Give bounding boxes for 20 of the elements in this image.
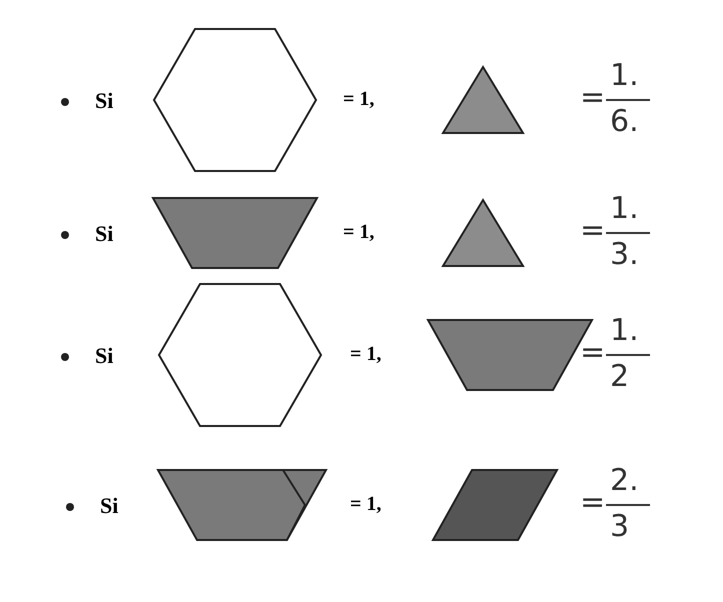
equals-sign: = <box>580 213 606 248</box>
numerator: 1. <box>610 313 639 348</box>
denominator: 2 <box>610 359 630 394</box>
condition-word: Si <box>95 221 114 247</box>
equals-sign: = <box>580 80 606 115</box>
equation-text: = 1, <box>350 343 382 366</box>
condition-word: Si <box>95 88 114 114</box>
numerator: 2. <box>610 463 639 498</box>
equals-sign: = <box>580 335 606 370</box>
denominator: 6. <box>610 104 639 139</box>
condition-word: Si <box>95 343 114 369</box>
numerator: 1. <box>610 58 639 93</box>
denominator: 3 <box>610 509 630 544</box>
equation-text: = 1, <box>343 88 374 111</box>
condition-word: Si <box>100 493 118 519</box>
equation-text: = 1, <box>343 221 374 244</box>
numerator: 1. <box>610 191 639 226</box>
equation-text: = 1, <box>350 493 382 516</box>
equals-sign: = <box>580 485 606 520</box>
denominator: 3. <box>610 237 639 272</box>
